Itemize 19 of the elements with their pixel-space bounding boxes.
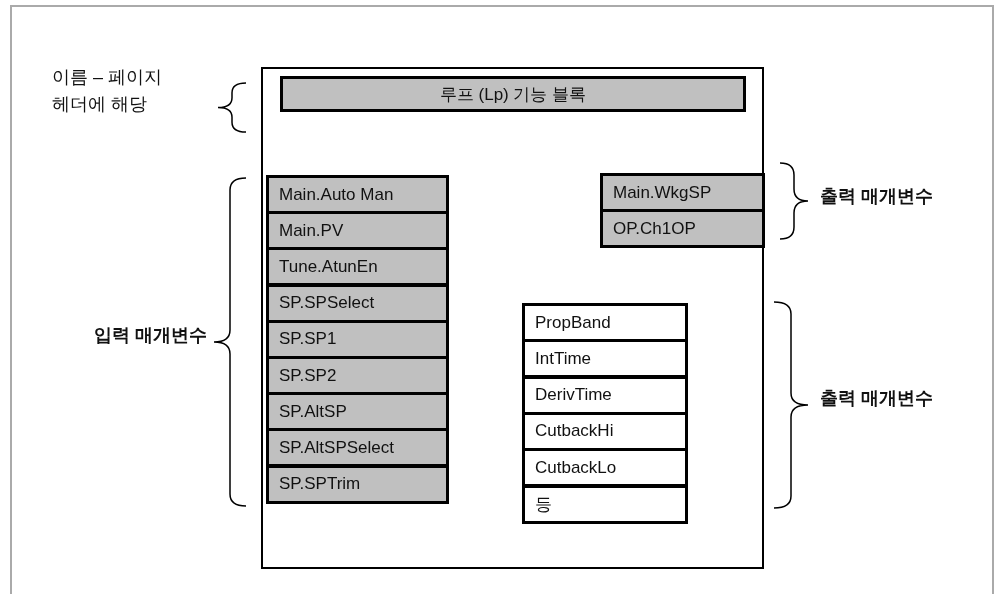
parameter-cell: Main.Auto Man <box>266 175 449 214</box>
parameter-cell: CutbackLo <box>522 448 688 488</box>
parameter-cell: DerivTime <box>522 375 688 415</box>
parameter-cell: SP.SP2 <box>266 356 449 395</box>
group-label: 입력 매개변수 <box>93 325 207 347</box>
group-label: 출력 매개변수 <box>820 186 934 208</box>
parameter-cell: Tune.AtunEn <box>266 247 449 287</box>
parameter-cell: Main.WkgSP <box>600 173 765 212</box>
parameter-cell: IntTime <box>522 339 688 379</box>
parameter-cell: PropBand <box>522 303 688 342</box>
note-text: 이름 – 페이지 헤더에 해당 <box>52 66 163 116</box>
parameter-cell: OP.Ch1OP <box>600 209 765 248</box>
parameter-cell: SP.SPTrim <box>266 464 449 504</box>
function-block-box <box>261 67 764 569</box>
parameter-cell: SP.SPSelect <box>266 283 449 323</box>
group-label: 출력 매개변수 <box>820 388 934 410</box>
parameter-cell: 등 <box>522 484 688 524</box>
parameter-cell: SP.AltSPSelect <box>266 428 449 468</box>
header-bar: 루프 (Lp) 기능 블록 <box>280 76 746 112</box>
